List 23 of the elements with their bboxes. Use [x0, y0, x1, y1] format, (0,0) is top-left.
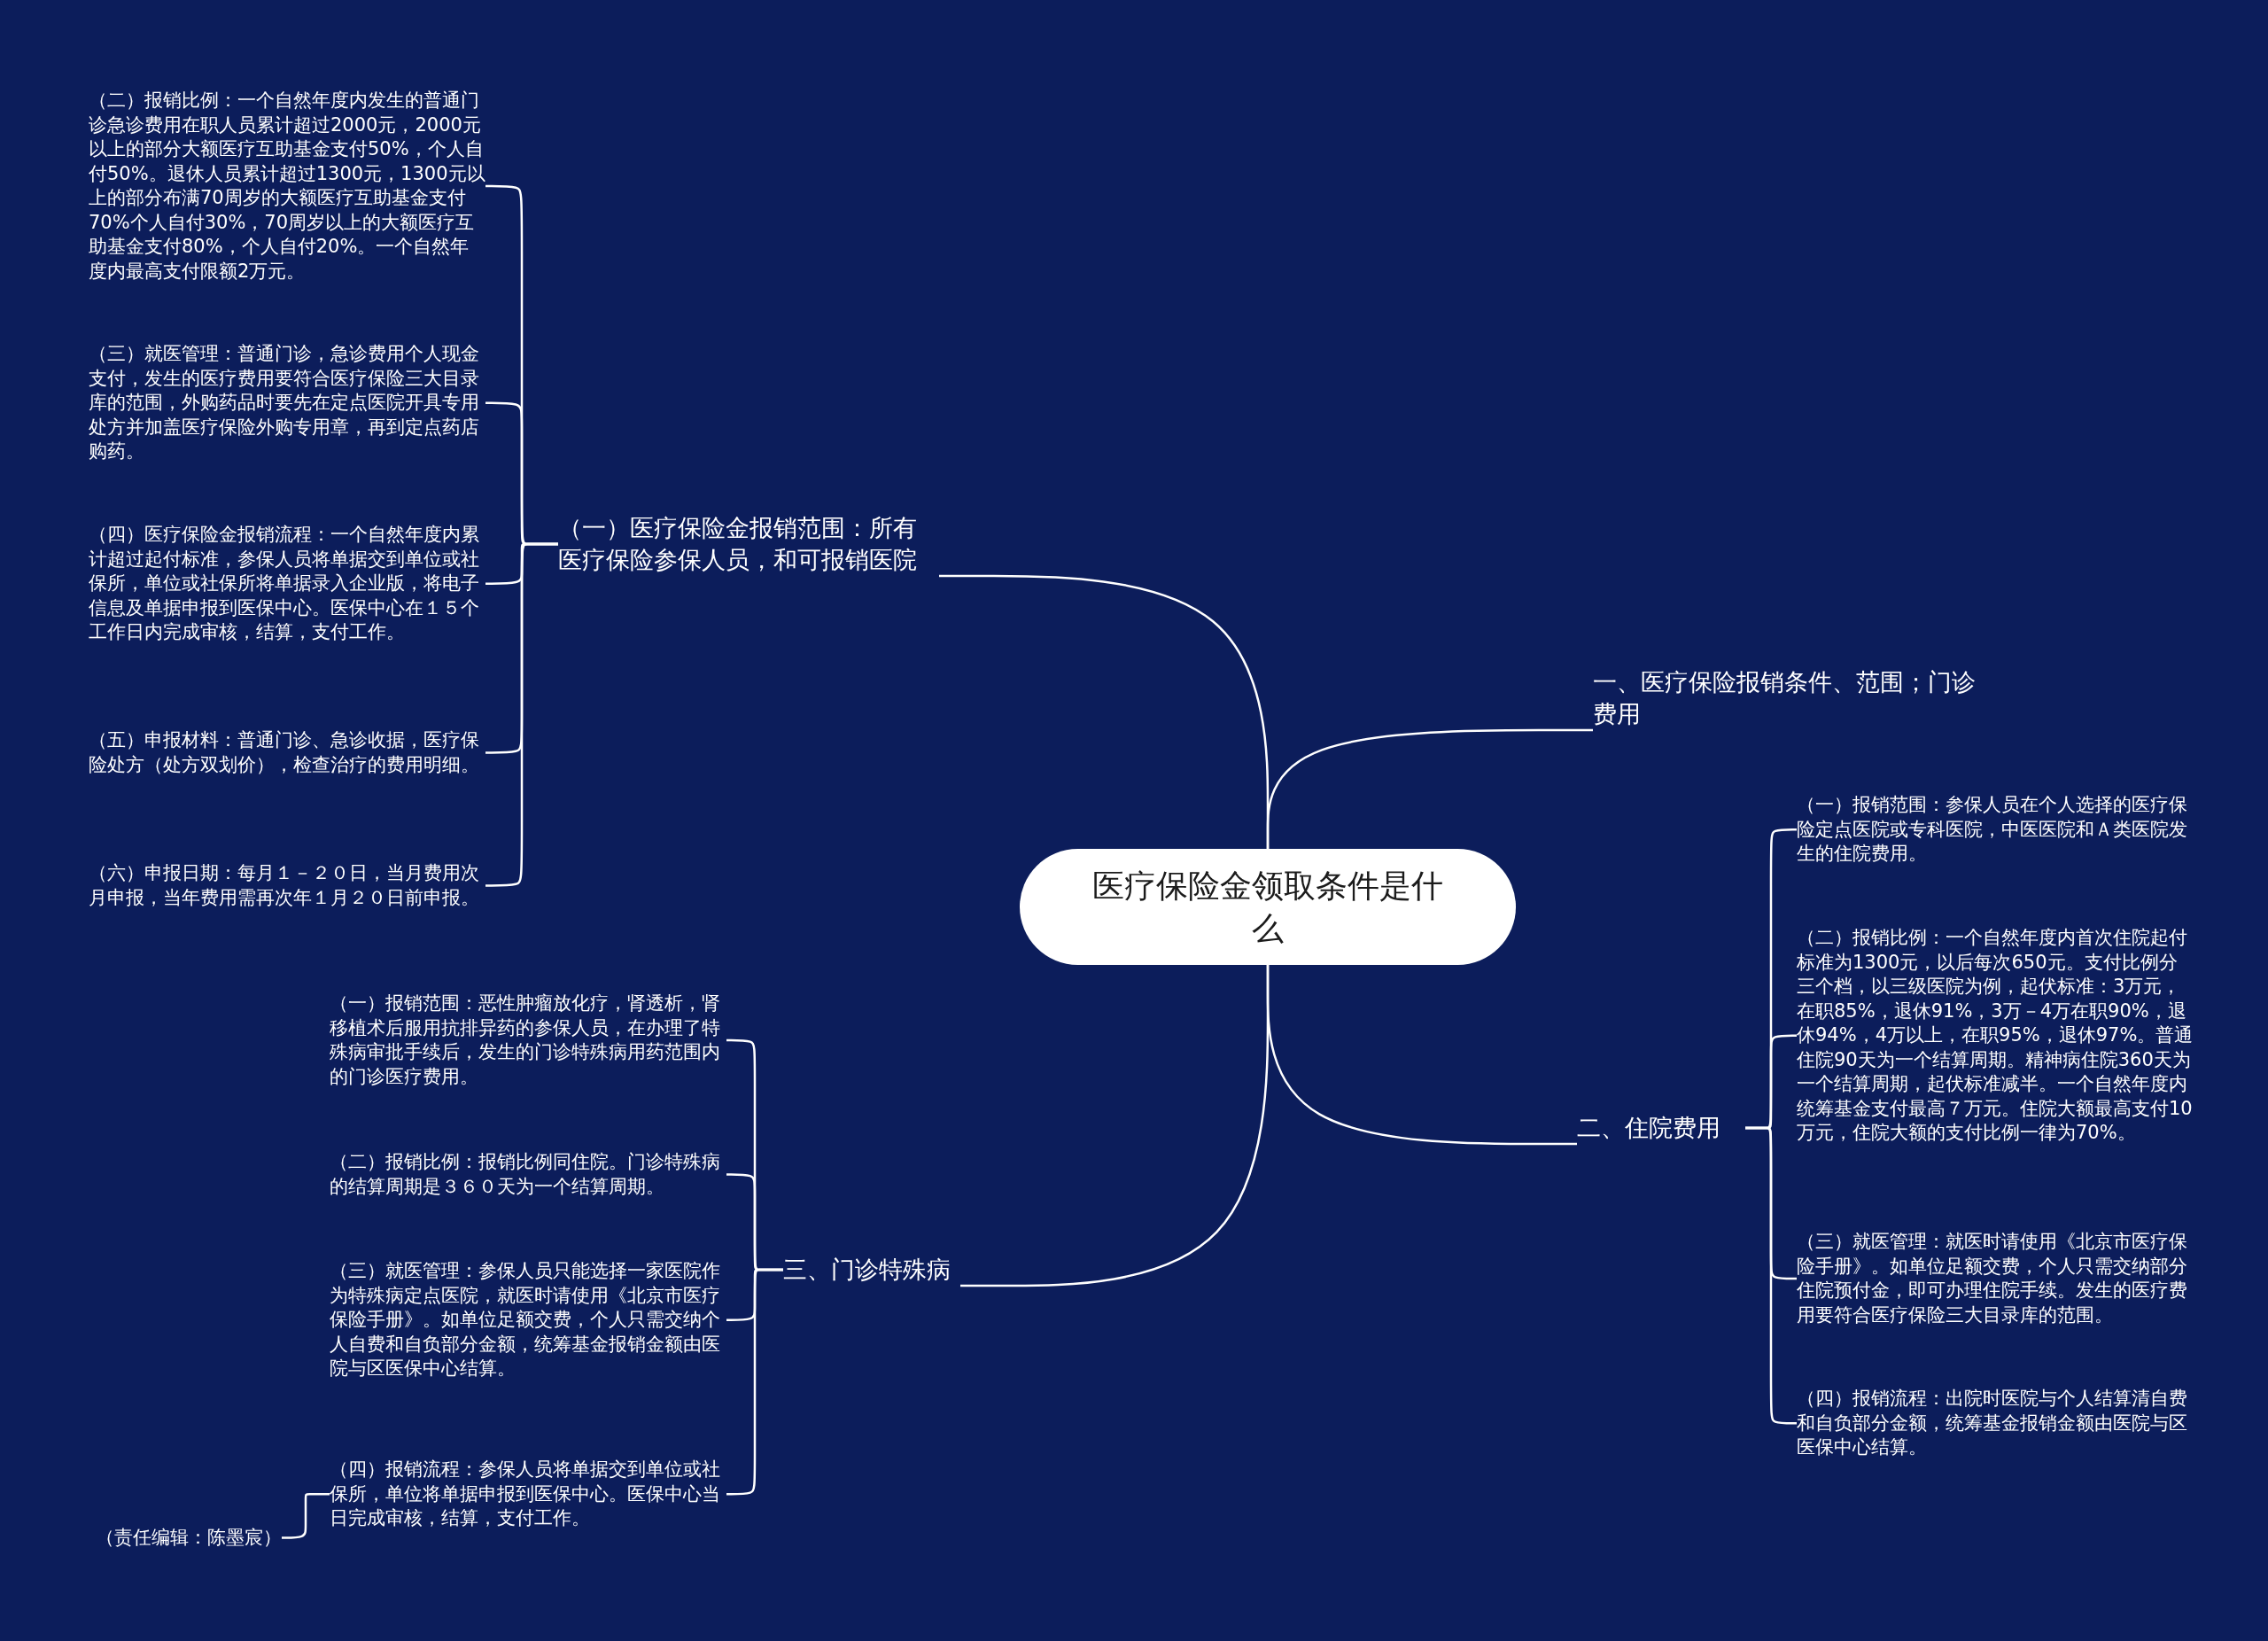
connector-line: [280, 1493, 330, 1539]
detail-text: （三）就医管理：普通门诊，急诊费用个人现金支付，发生的医疗费用要符合医疗保险三大目录库的范围，外购药品时要先在定点医院开具专用处方并加盖医疗保险外购专用章，再到定点药店购药。: [89, 342, 485, 464]
detail-text: （五）申报材料：普通门诊、急诊收据，医疗保险处方（处方双划价），检查治疗的费用明细。: [89, 728, 485, 777]
branch-topic: 一、医疗保险报销条件、范围；门诊费用: [1593, 666, 1983, 730]
branch-topic: 三、门诊特殊病: [783, 1254, 960, 1286]
detail-text: （六）申报日期：每月１－２０日，当月费用次月申报，当年费用需再次年１月２０日前申报。: [89, 861, 485, 910]
detail-text: （二）报销比例：报销比例同住院。门诊特殊病的结算周期是３６０天为一个结算周期。: [330, 1150, 726, 1199]
detail-text: （二）报销比例：一个自然年度内首次住院起付标准为1300元，以后每次650元。支付比例分三个档，以三级医院为例，起伏标准：3万元，在职85%，退休91%，3万－4万在职90%，退休94%，4万以上，在职95%，退休97%。普通住院90天为一个结算周期。精神病住院360天为一个结算周期，起伏标准减半。一个自然年度内统筹基金支付最高７万元。住院大额最高支付10万元，住院大额的支付比例一律为70%。: [1797, 926, 2194, 1146]
connector-line: [484, 542, 558, 887]
detail-text: （二）报销比例：一个自然年度内发生的普通门诊急诊费用在职人员累计超过2000元，2000元以上的部分大额医疗互助基金支付50%，个人自付50%。退休人员累计超过1300元，1300元以上的部分布满70周岁的大额医疗互助基金支付70%个人自付30%，70周岁以上的大额医疗互助基金支付80%，个人自付20%。一个自然年度内最高支付限额2万元。: [89, 89, 485, 284]
detail-text: （四）医疗保险金报销流程：一个自然年度内累计超过起付标准，参保人员将单据交到单位或社保所，单位或社保所将单据录入企业版，将电子信息及单据申报到医保中心。医保中心在１５个工作日内完成审核，结算，支付工作。: [89, 523, 485, 645]
detail-text: （三）就医管理：就医时请使用《北京市医疗保险手册》。如单位足额交费，个人只需交纳部分住院预付金，即可办理住院手续。发生的医疗费用要符合医疗保险三大目录库的范围。: [1797, 1230, 2194, 1327]
branch-topic: （一）医疗保险金报销范围：所有医疗保险参保人员，和可报销医院: [558, 512, 939, 576]
connector-line: [1266, 728, 1593, 849]
detail-text: （三）就医管理：参保人员只能选择一家医院作为特殊病定点医院，就医时请使用《北京市医疗保险手册》。如单位足额交费，个人只需交纳个人自费和自负部分金额，统筹基金报销金额由医院与区医保中心结算。: [330, 1259, 726, 1381]
detail-text: （一）报销范围：恶性肿瘤放化疗，肾透析，肾移植术后服用抗排异药的参保人员，在办理了特殊病审批手续后，发生的门诊特殊病用药范围内的门诊医疗费用。: [330, 992, 726, 1089]
connector-line: [960, 965, 1270, 1287]
detail-text: （四）报销流程：参保人员将单据交到单位或社保所，单位将单据申报到医保中心。医保中心当日完成审核，结算，支付工作。: [330, 1458, 726, 1531]
editor-note: （责任编辑：陈墨宸）: [96, 1526, 282, 1550]
detail-text: （一）报销范围：参保人员在个人选择的医疗保险定点医院或专科医院，中医医院和Ａ类医院发生的住院费用。: [1797, 793, 2194, 867]
branch-topic: 二、住院费用: [1577, 1112, 1745, 1144]
detail-text: （四）报销流程：出院时医院与个人结算清自费和自负部分金额，统筹基金报销金额由医院与区医保中心结算。: [1797, 1387, 2194, 1460]
central-topic: 医疗保险金领取条件是什么: [1020, 849, 1516, 965]
